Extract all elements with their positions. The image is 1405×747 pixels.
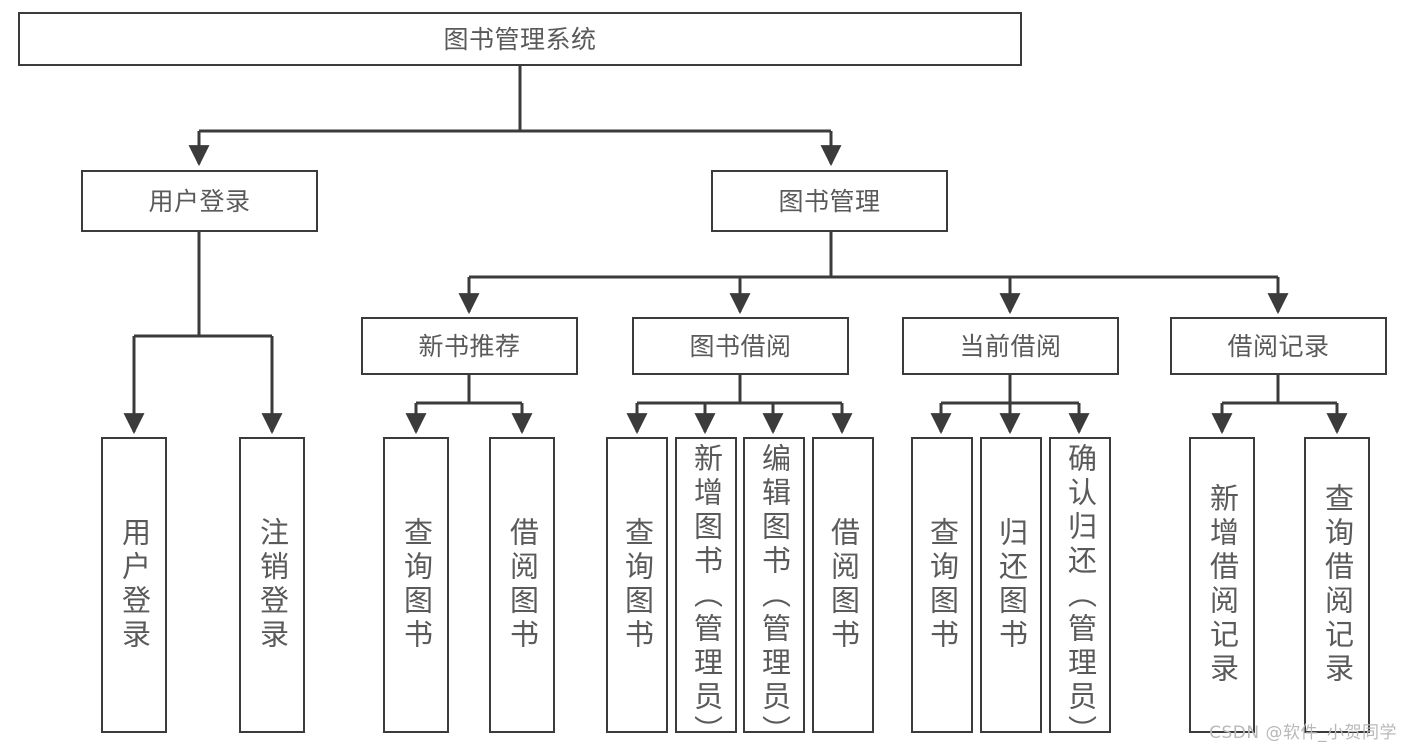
leaf-query-book-borrow[interactable]: 查询图书 <box>606 437 668 733</box>
node-label: 用户登录 <box>117 517 152 653</box>
node-book-management-system[interactable]: 图书管理系统 <box>18 12 1022 66</box>
leaf-query-borrow-record[interactable]: 查询借阅记录 <box>1304 437 1370 733</box>
node-label: 新增借阅记录 <box>1205 483 1240 687</box>
leaf-add-borrow-record[interactable]: 新增借阅记录 <box>1189 437 1255 733</box>
node-label: 查询借阅记录 <box>1320 483 1355 687</box>
node-label: 借阅图书 <box>826 517 861 653</box>
leaf-return-book[interactable]: 归还图书 <box>980 437 1042 733</box>
node-current-borrow[interactable]: 当前借阅 <box>902 317 1119 375</box>
node-label: 查询图书 <box>620 517 655 653</box>
leaf-borrow-book[interactable]: 借阅图书 <box>812 437 874 733</box>
leaf-edit-book-admin[interactable]: 编辑图书（管理员） <box>743 437 805 747</box>
node-label: 编辑图书（管理员） <box>757 443 792 747</box>
leaf-query-book-recommend[interactable]: 查询图书 <box>383 437 449 733</box>
node-label: 借阅图书 <box>505 517 540 653</box>
node-label: 图书管理 <box>778 186 881 216</box>
node-borrow-records[interactable]: 借阅记录 <box>1170 317 1387 375</box>
node-label: 归还图书 <box>994 517 1029 653</box>
watermark-text: CSDN @软件_小贺同学 <box>1209 723 1397 743</box>
node-label: 注销登录 <box>255 517 290 653</box>
node-label: 借阅记录 <box>1227 331 1330 361</box>
node-label: 新增图书（管理员） <box>689 443 724 747</box>
node-label: 图书借阅 <box>689 331 792 361</box>
node-label: 查询图书 <box>399 517 434 653</box>
leaf-user-login[interactable]: 用户登录 <box>101 437 167 733</box>
node-user-login[interactable]: 用户登录 <box>81 170 318 232</box>
node-new-book-recommend[interactable]: 新书推荐 <box>361 317 578 375</box>
node-label: 查询图书 <box>925 517 960 653</box>
node-label: 图书管理系统 <box>443 24 597 54</box>
leaf-add-book-admin[interactable]: 新增图书（管理员） <box>675 437 737 747</box>
leaf-borrow-book-recommend[interactable]: 借阅图书 <box>489 437 555 733</box>
node-label: 新书推荐 <box>418 331 521 361</box>
node-label: 当前借阅 <box>959 331 1062 361</box>
leaf-logout-login[interactable]: 注销登录 <box>239 437 305 733</box>
node-label: 用户登录 <box>148 186 251 216</box>
leaf-confirm-return-admin[interactable]: 确认归还（管理员） <box>1049 437 1111 747</box>
node-label: 确认归还（管理员） <box>1063 443 1098 747</box>
node-book-borrow[interactable]: 图书借阅 <box>632 317 849 375</box>
node-book-management[interactable]: 图书管理 <box>711 170 948 232</box>
leaf-query-book-current[interactable]: 查询图书 <box>911 437 973 733</box>
